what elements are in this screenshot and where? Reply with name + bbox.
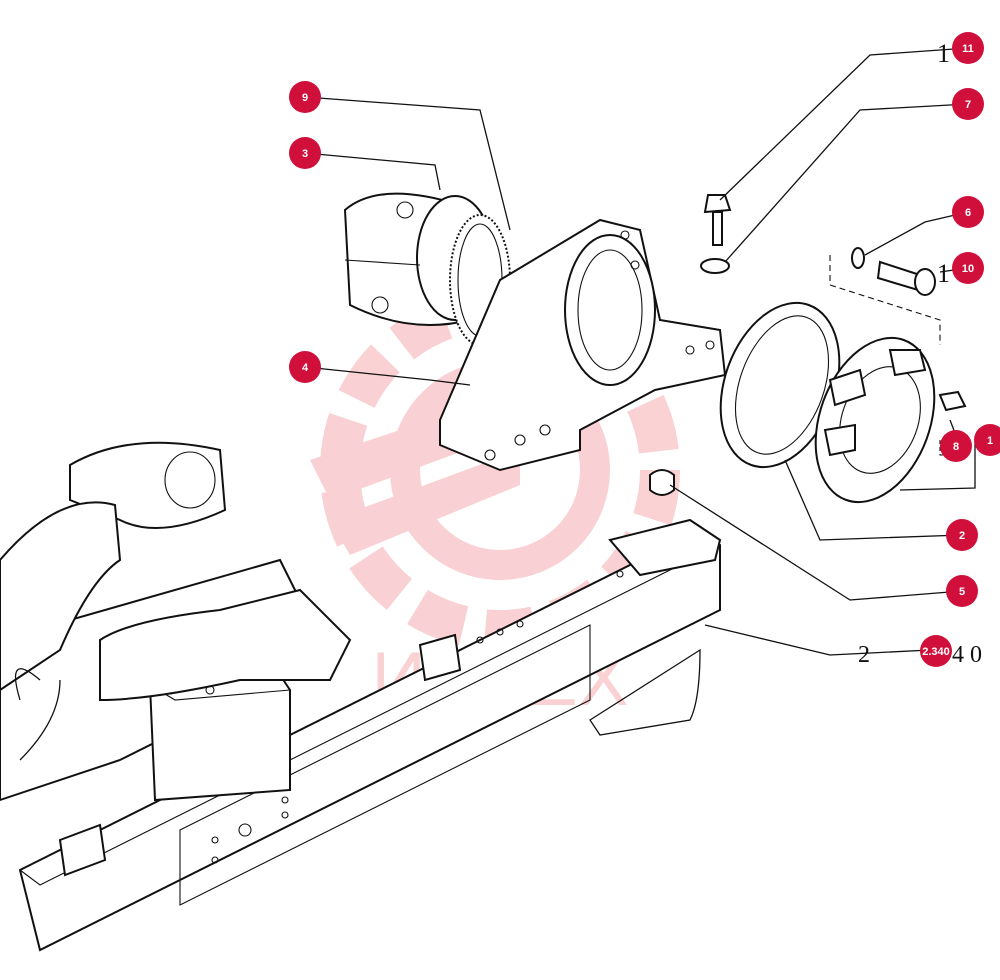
cover-part-1 [814,336,936,504]
callout-3-label: 3 [302,148,308,160]
callout-11-label: 11 [962,43,974,55]
plug-part-5 [649,469,675,496]
callout-11[interactable]: 11 [952,32,984,64]
callout-5-label: 5 [959,586,965,598]
callout-8-badge [940,430,972,462]
callout-7-badge [952,88,984,120]
callout-10-badge [952,252,984,284]
callout-4-label: 4 [302,362,309,374]
ref-text-bottom-prefix: 2 [858,642,870,668]
frame-rail [18,518,722,952]
washer-part-6 [851,247,865,269]
washer-part-7 [700,258,730,274]
callout-2340[interactable]: 2.340 [920,635,952,667]
reference-labels: 1 1 2 4 0 [858,39,982,668]
callout-7[interactable]: 7 [952,88,984,120]
callout-10[interactable]: 10 [952,252,984,284]
callout-9-badge [289,81,321,113]
callout-1-label: 1 [987,435,993,447]
callout-5-badge [946,575,978,607]
callout-2[interactable]: 2 [946,519,978,551]
callout-1[interactable]: 1 [974,424,1000,456]
screw-part-8 [938,390,967,412]
ref-text-top: 1 [937,39,950,68]
callout-5[interactable]: 5 [946,575,978,607]
callouts: 11 7 9 3 6 10 4 8 [289,32,1000,667]
callout-8[interactable]: 8 [940,430,972,462]
callout-10-label: 10 [962,263,974,275]
callout-2340-label: 2.340 [922,646,950,658]
callout-9[interactable]: 9 [289,81,321,113]
callout-4[interactable]: 4 [289,351,321,383]
support-bracket-part-4 [439,218,727,472]
callout-11-badge [952,32,984,64]
leader-lines [304,47,990,656]
callout-6-label: 6 [965,207,971,219]
callout-1-badge [974,424,1000,456]
bolt-part-10 [876,260,936,296]
callout-6-badge [952,196,984,228]
ref-text-bottom-suffix: 4 0 [952,642,982,668]
callout-6[interactable]: 6 [952,196,984,228]
callout-4-badge [289,351,321,383]
callout-3-badge [289,137,321,169]
callout-2-label: 2 [959,530,965,542]
callout-7-label: 7 [965,99,971,111]
bolt-part-11 [703,194,732,246]
axle-housing [0,441,352,802]
callout-2-badge [946,519,978,551]
ref-text-mid: 1 [937,259,950,288]
callout-9-label: 9 [302,92,308,104]
callout-8-label: 8 [953,441,959,453]
callout-2340-badge [920,635,952,667]
callout-3[interactable]: 3 [289,137,321,169]
